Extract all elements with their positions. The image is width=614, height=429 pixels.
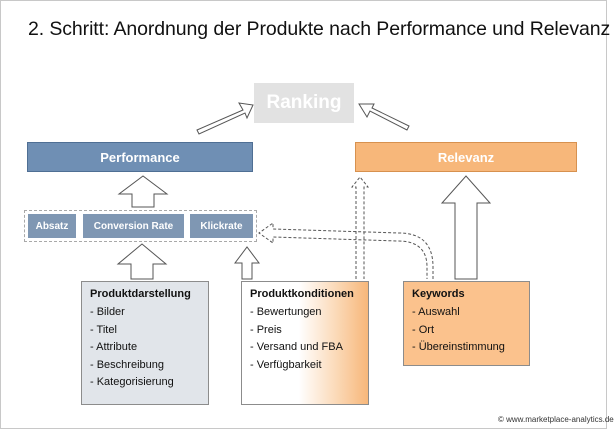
page-title: 2. Schritt: Anordnung der Produkte nach … [28, 18, 611, 40]
list-item: - Ort [412, 323, 434, 336]
performance-box: Performance [27, 142, 253, 172]
metric-absatz: Absatz [28, 214, 76, 238]
card-list: - Auswahl - Ort - Übereinstimmung [412, 304, 523, 357]
copyright-text: © www.marketplace-analytics.de [498, 415, 614, 424]
list-item: - Auswahl [412, 306, 460, 318]
card-list: - Bewertungen - Preis - Versand und FBA … [250, 304, 362, 374]
arrow-performance-to-ranking [196, 102, 254, 135]
card-produktdarstellung: Produktdarstellung - Bilder - Titel - At… [81, 281, 209, 405]
list-item: - Kategorisierung [90, 376, 174, 388]
ranking-box: Ranking [254, 83, 354, 123]
list-item: - Versand und FBA [250, 341, 343, 353]
card-produktkonditionen: Produktkonditionen - Bewertungen - Preis… [241, 281, 369, 405]
metric-klickrate: Klickrate [190, 214, 253, 238]
card-list: - Bilder - Titel - Attribute - Beschreib… [90, 304, 202, 392]
list-item: - Preis [250, 323, 282, 336]
arrow-produktkonditionen-to-klickrate [234, 246, 260, 280]
list-item: - Beschreibung [90, 358, 164, 371]
card-heading: Keywords [412, 288, 465, 300]
list-item: - Bewertungen [250, 306, 322, 318]
card-heading: Produktkonditionen [250, 288, 354, 300]
metric-conversion-rate: Conversion Rate [83, 214, 184, 238]
arrow-keywords-to-relevanz [440, 175, 492, 280]
list-item: - Übereinstimmung [412, 341, 505, 353]
list-item: - Verfügbarkeit [250, 358, 322, 371]
card-heading: Produktdarstellung [90, 288, 191, 300]
arrow-relevanz-to-ranking [358, 103, 410, 131]
list-item: - Titel [90, 323, 117, 336]
dashed-arrow-keywords-to-metrics [258, 222, 434, 279]
dashed-arrow-produktkonditionen-to-relevanz [350, 176, 370, 279]
list-item: - Bilder [90, 306, 125, 318]
arrow-produktdarstellung-to-metrics [116, 243, 168, 280]
arrow-metrics-to-performance [117, 175, 169, 208]
relevanz-box: Relevanz [355, 142, 577, 172]
list-item: - Attribute [90, 341, 138, 353]
card-keywords: Keywords - Auswahl - Ort - Übereinstimmu… [403, 281, 530, 366]
